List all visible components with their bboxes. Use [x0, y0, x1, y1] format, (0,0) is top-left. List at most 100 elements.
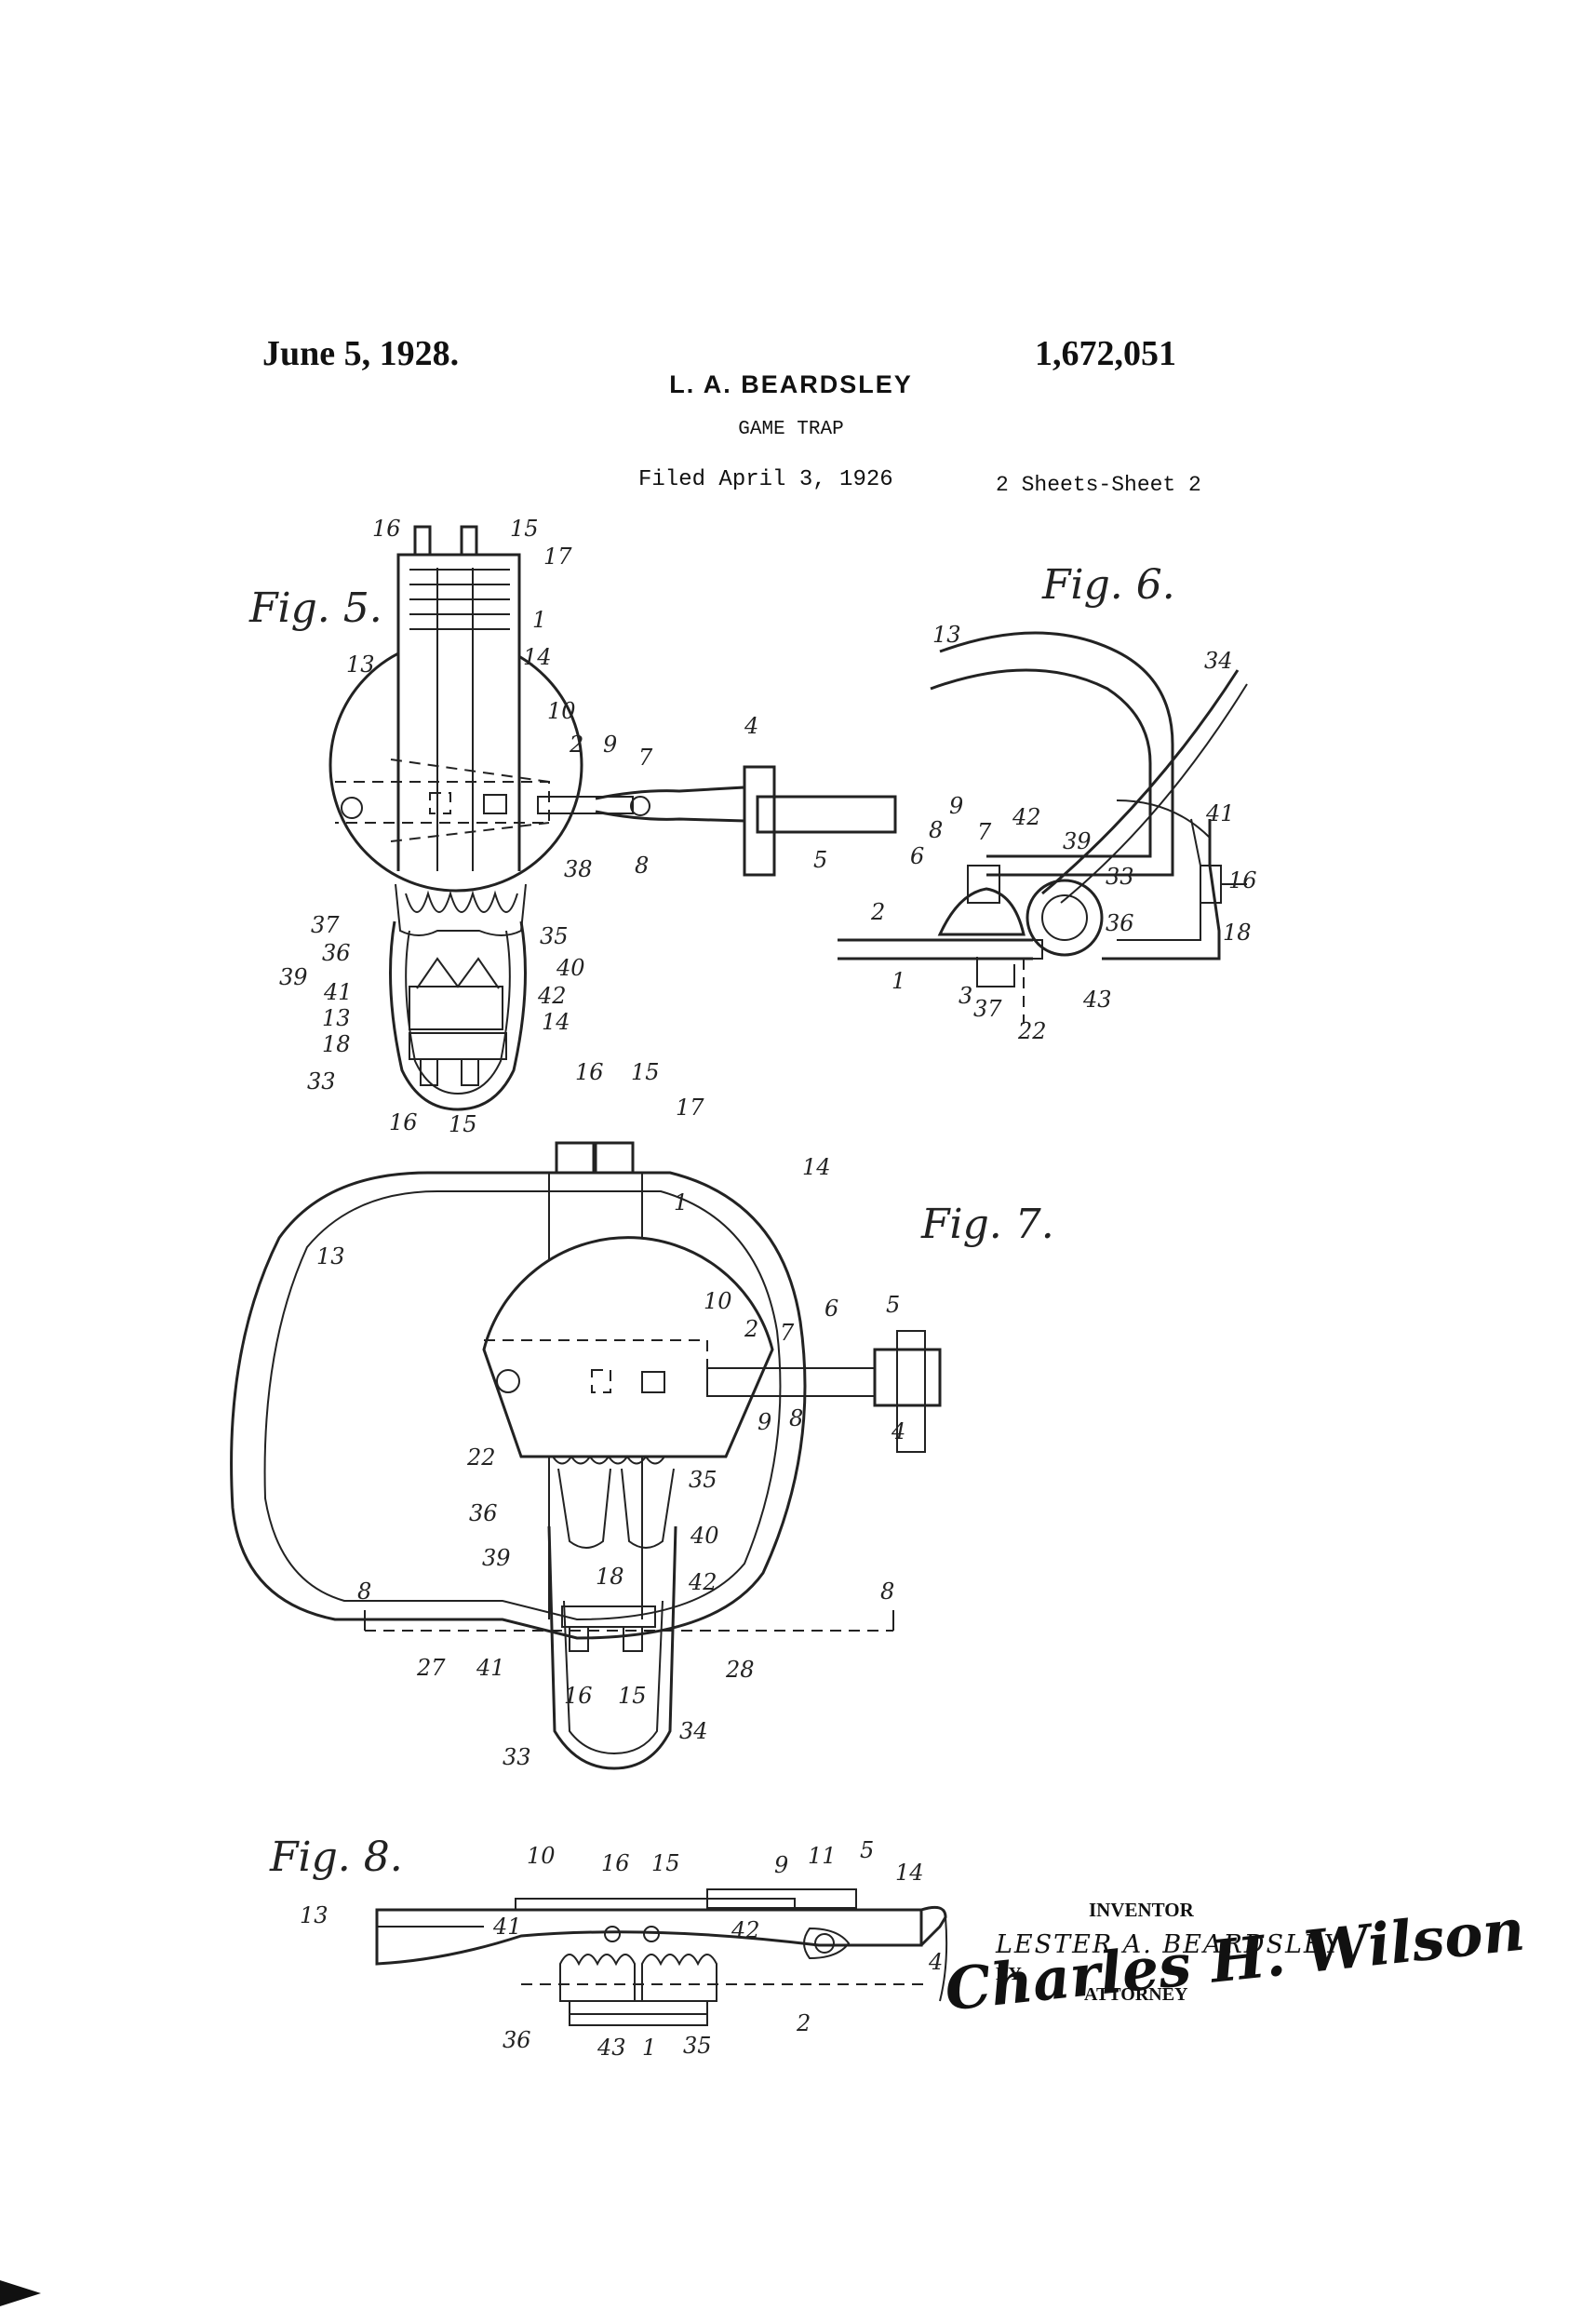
ref-numeral: 39: [1063, 828, 1092, 854]
ref-numeral: 43: [597, 2035, 626, 2061]
ref-numeral: 8: [789, 1405, 804, 1431]
figure-8-drawing: [375, 1888, 948, 2026]
ref-numeral: 28: [726, 1657, 755, 1683]
ref-numeral: 33: [1106, 864, 1134, 890]
ref-numeral: 16: [575, 1059, 604, 1085]
ref-numeral: 33: [307, 1068, 336, 1095]
ref-numeral: 41: [476, 1655, 505, 1681]
ref-numeral: 42: [1012, 804, 1041, 830]
ref-numeral: 36: [322, 940, 351, 966]
ref-numeral: 37: [973, 996, 1002, 1022]
ref-numeral: 7: [638, 745, 653, 771]
ref-numeral: 17: [543, 544, 572, 570]
ref-numeral: 1: [642, 2035, 657, 2061]
ref-numeral: 15: [631, 1059, 660, 1085]
ref-numeral: 18: [322, 1031, 351, 1057]
fig5-label: Fig. 5.: [249, 584, 382, 632]
ref-numeral: 16: [601, 1850, 630, 1876]
ref-numeral: 5: [813, 847, 828, 873]
ref-numeral: 4: [892, 1418, 906, 1444]
ref-numeral: 41: [324, 979, 353, 1005]
ref-numeral: 7: [977, 819, 992, 845]
ref-numeral: 13: [316, 1243, 345, 1269]
ref-numeral: 2: [871, 899, 886, 925]
ref-numeral: 14: [542, 1009, 570, 1035]
ref-numeral: 38: [564, 856, 593, 882]
inventor-signature: LESTER A. BEARDSLEY: [996, 1930, 1343, 1959]
ref-numeral: 17: [676, 1095, 704, 1121]
ref-numeral: 8: [929, 817, 944, 843]
ref-numeral: 35: [689, 1467, 717, 1493]
ref-numeral: 5: [860, 1837, 875, 1863]
ref-numeral: 10: [547, 698, 576, 724]
ref-numeral: 15: [510, 516, 539, 542]
inventor-name: L. A. BEARDSLEY: [669, 370, 913, 398]
ref-numeral: 9: [949, 793, 964, 819]
ref-numeral: 40: [690, 1523, 719, 1549]
patent-date: June 5, 1928.: [262, 334, 460, 373]
ref-numeral: 14: [895, 1860, 924, 1886]
ref-numeral: 9: [603, 732, 618, 758]
sheet-info: 2 Sheets-Sheet 2: [996, 473, 1201, 497]
ref-numeral: 15: [449, 1111, 477, 1137]
ref-numeral: 42: [689, 1569, 717, 1595]
ref-numeral: 41: [1206, 800, 1235, 826]
by-label: BY: [996, 1964, 1022, 1984]
ref-numeral: 1: [532, 607, 547, 633]
ref-numeral: 6: [910, 843, 925, 869]
ref-numeral: 13: [346, 652, 375, 678]
ref-numeral: 16: [389, 1109, 418, 1135]
ref-numeral: 42: [731, 1917, 760, 1943]
ref-numeral: 6: [825, 1296, 839, 1322]
ref-numeral: 16: [372, 516, 401, 542]
ref-numeral: 3: [959, 983, 973, 1009]
figure-7-drawing: [230, 1141, 942, 1770]
ref-numeral: 11: [808, 1843, 837, 1869]
ref-numeral: 13: [300, 1902, 328, 1928]
corner-arrow-icon: [0, 2280, 41, 2306]
ref-numeral: 8: [635, 853, 650, 879]
ref-numeral: 35: [683, 2033, 712, 2059]
ref-numeral: 8: [880, 1578, 895, 1605]
ref-numeral: 33: [503, 1744, 531, 1770]
ref-numeral: 41: [493, 1914, 522, 1940]
ref-numeral: 1: [674, 1189, 689, 1216]
attorney-label: ATTORNEY: [1084, 1984, 1188, 2005]
ref-numeral: 37: [311, 912, 340, 938]
ref-numeral: 2: [797, 2010, 811, 2036]
ref-numeral: 42: [538, 983, 567, 1009]
ref-numeral: 13: [322, 1005, 351, 1031]
ref-numeral: 14: [523, 644, 552, 670]
ref-numeral: 14: [802, 1154, 831, 1180]
ref-numeral: 9: [774, 1852, 789, 1878]
ref-numeral: 27: [417, 1655, 446, 1681]
ref-numeral: 7: [780, 1320, 795, 1346]
ref-numeral: 22: [467, 1444, 496, 1471]
inventor-label: INVENTOR: [1089, 1899, 1194, 1921]
ref-numeral: 10: [704, 1288, 732, 1314]
filing-date: Filed April 3, 1926: [638, 467, 893, 492]
ref-numeral: 43: [1083, 987, 1112, 1013]
ref-numeral: 18: [1223, 920, 1252, 946]
ref-numeral: 1: [892, 968, 906, 994]
fig8-label: Fig. 8.: [270, 1834, 403, 1881]
ref-numeral: 34: [1204, 648, 1233, 674]
patent-title: GAME TRAP: [738, 419, 844, 440]
ref-numeral: 34: [679, 1718, 708, 1744]
ref-numeral: 10: [527, 1843, 556, 1869]
ref-numeral: 36: [1106, 910, 1134, 936]
figure-5-drawing: [328, 525, 897, 1111]
ref-numeral: 22: [1018, 1018, 1047, 1044]
ref-numeral: 15: [618, 1683, 647, 1709]
ref-numeral: 9: [757, 1409, 772, 1435]
ref-numeral: 16: [564, 1683, 593, 1709]
ref-numeral: 36: [503, 2027, 531, 2053]
ref-numeral: 35: [540, 923, 569, 949]
ref-numeral: 16: [1228, 867, 1257, 893]
figure-6-drawing: [838, 631, 1248, 1024]
ref-numeral: 40: [556, 955, 585, 981]
patent-number: 1,672,051: [1035, 334, 1176, 373]
ref-numeral: 13: [932, 622, 961, 648]
ref-numeral: 2: [744, 1316, 759, 1342]
